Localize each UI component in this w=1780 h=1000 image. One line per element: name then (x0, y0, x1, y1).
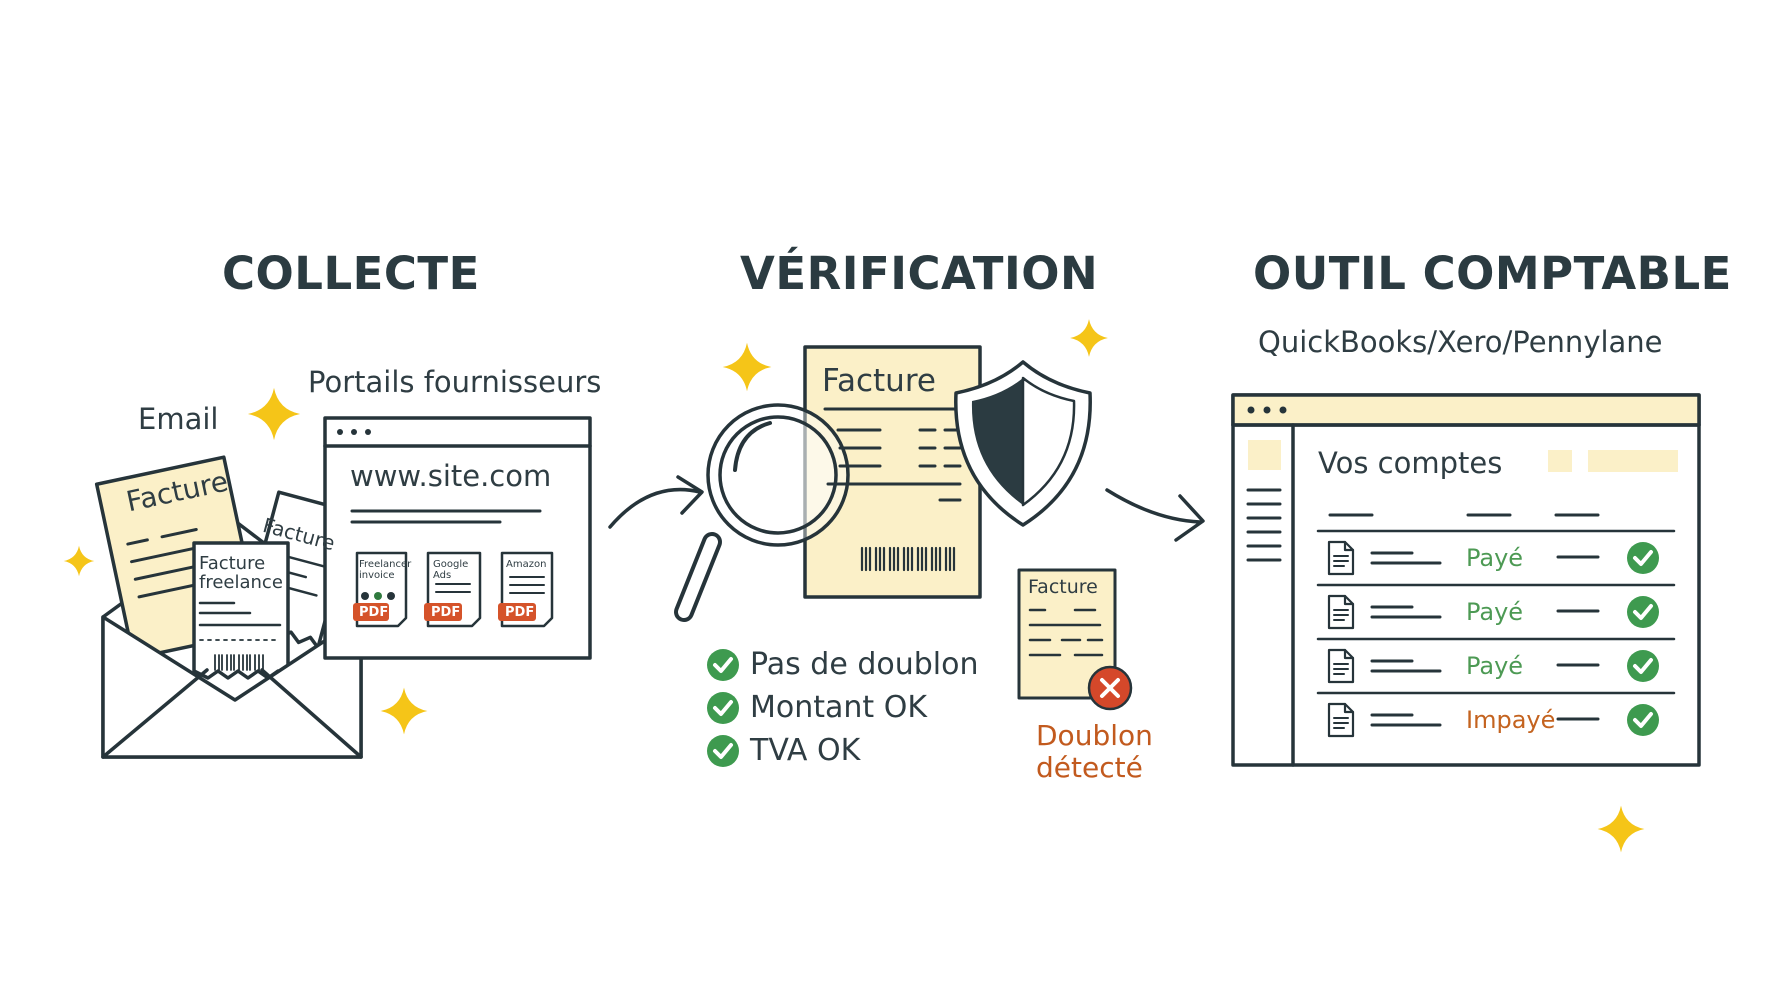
magnifier-icon (674, 403, 862, 622)
status-paid: Payé (1466, 598, 1524, 626)
status-unpaid: Impayé (1466, 706, 1556, 734)
check-amount: Montant OK (750, 690, 927, 725)
sparkle-icon (1598, 806, 1645, 853)
duplicate-doc-title: Facture (1028, 576, 1098, 598)
portal-doc-label: Google Ads (433, 559, 469, 581)
check-circle-icon (706, 691, 740, 725)
status-paid: Payé (1466, 544, 1524, 572)
email-label: Email (138, 402, 219, 436)
collecte-heading: COLLECTE (222, 247, 480, 300)
tools-label: QuickBooks/Xero/Pennylane (1258, 325, 1663, 359)
invoice-3-title: Facture freelance (199, 553, 283, 593)
document-icon (1327, 594, 1355, 630)
pdf-badge: PDF (431, 605, 461, 620)
pdf-badge: PDF (359, 605, 389, 620)
check-circle-icon (706, 648, 740, 682)
verification-heading: VÉRIFICATION (740, 247, 1099, 300)
account-row (1370, 605, 1600, 619)
account-row (1370, 551, 1600, 565)
barcode-icon (860, 546, 956, 572)
sparkle-icon (248, 388, 300, 440)
accounts-title: Vos comptes (1318, 446, 1503, 480)
portals-label: Portails fournisseurs (308, 365, 602, 399)
duplicate-label: Doublon détecté (1036, 719, 1153, 785)
portal-doc (424, 551, 482, 628)
sparkle-icon (381, 688, 428, 735)
site-url: www.site.com (350, 459, 552, 493)
document-icon (1327, 648, 1355, 684)
document-icon (1327, 702, 1355, 738)
check-circle-icon (1626, 703, 1660, 737)
account-row (1370, 713, 1600, 727)
outil-heading: OUTIL COMPTABLE (1253, 247, 1732, 300)
portal-doc-label: Freelancer invoice (359, 559, 412, 581)
portal-doc (353, 551, 408, 628)
check-circle-icon (1626, 541, 1660, 575)
portal-doc (498, 551, 554, 628)
pdf-badge: PDF (505, 605, 535, 620)
check-circle-icon (1626, 649, 1660, 683)
verification-invoice-title: Facture (822, 363, 936, 399)
duplicate-invoice (1017, 568, 1117, 700)
arrow-icon (1105, 488, 1205, 542)
verification-invoice (803, 345, 982, 599)
shield-icon (954, 360, 1092, 527)
portal-doc-label: Amazon (506, 559, 547, 570)
error-x-icon (1087, 665, 1133, 711)
check-circle-icon (706, 734, 740, 768)
barcode-icon (214, 654, 264, 671)
check-circle-icon (1626, 595, 1660, 629)
status-paid: Payé (1466, 652, 1524, 680)
check-vat: TVA OK (750, 733, 861, 768)
sparkle-icon (723, 343, 772, 392)
sparkle-icon (62, 544, 96, 578)
arrow-icon (608, 475, 704, 529)
account-row (1370, 659, 1600, 673)
accounting-window (1231, 393, 1701, 767)
sparkle-icon (1068, 317, 1110, 359)
document-icon (1327, 540, 1355, 576)
check-no-duplicate: Pas de doublon (750, 647, 979, 682)
